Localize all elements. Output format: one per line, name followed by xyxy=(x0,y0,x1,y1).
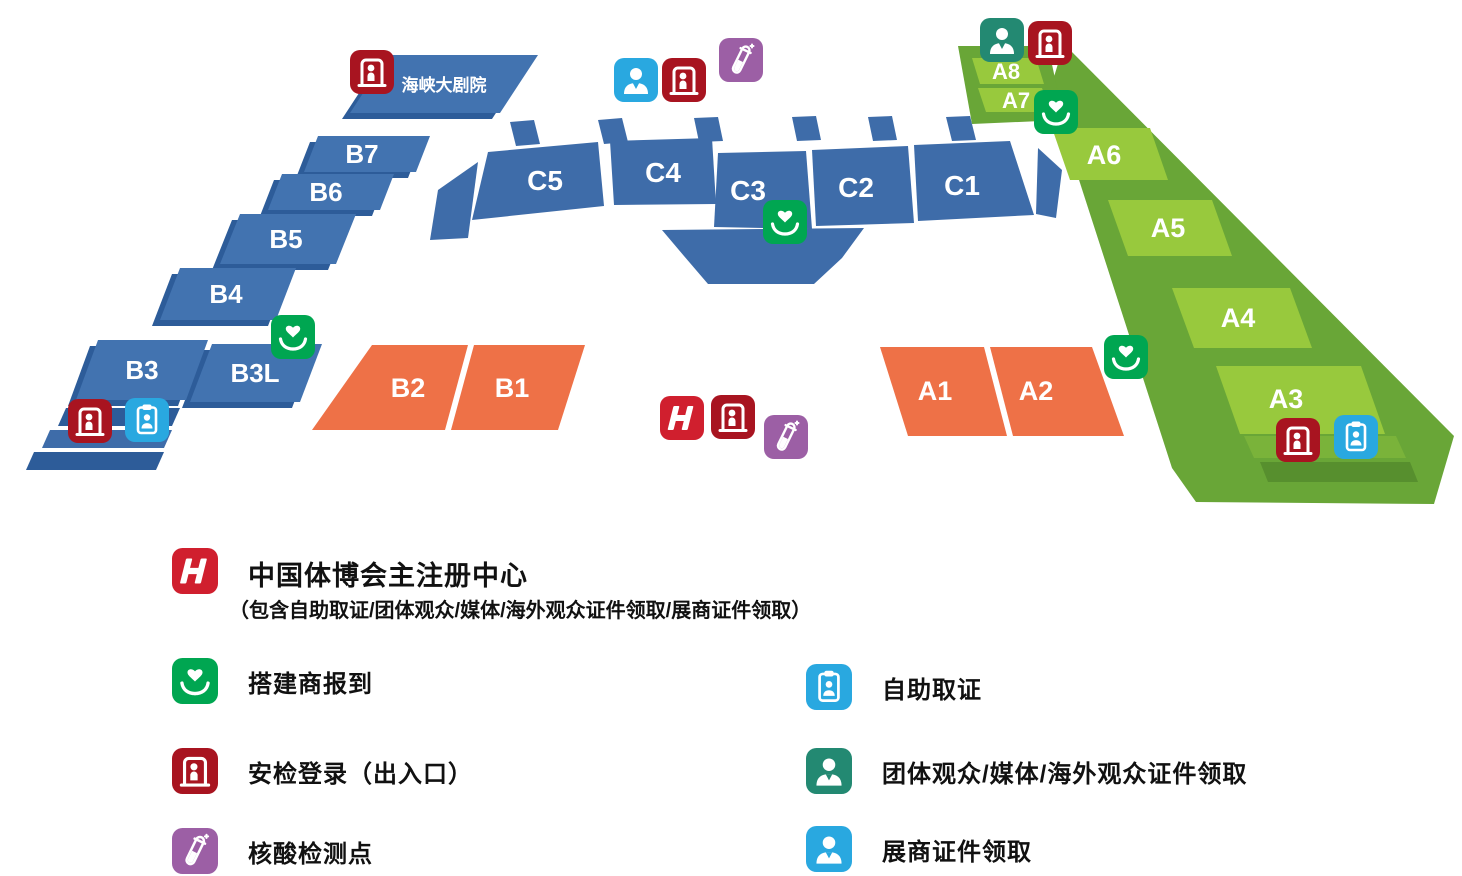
legend-item-group-media-overseas-badge: 团体观众/媒体/海外观众证件领取 xyxy=(806,748,1247,794)
legend: 中国体博会主注册中心 （包含自助取证/团体观众/媒体/海外观众证件领取/展商证件… xyxy=(0,520,1462,876)
hall-b4-shape xyxy=(160,268,296,320)
self-service-badge-icon xyxy=(806,664,852,710)
security-check-icon xyxy=(1028,21,1072,65)
floor-plan-map: 海峡大剧院 B7 B6 B5 B4 B3 B3L C5 C4 C3 C2 C1 xyxy=(26,18,1454,504)
contractor-checkin-icon xyxy=(271,315,315,359)
group-media-overseas-badge-icon xyxy=(980,18,1024,62)
hall-c4-label: C4 xyxy=(645,157,681,188)
legend-item-exhibitor-badge: 展商证件领取 xyxy=(806,826,1032,872)
nucleic-acid-test-icon xyxy=(719,38,763,82)
hall-b3l-label: B3L xyxy=(230,358,279,388)
security-check-icon xyxy=(1276,418,1320,462)
entrance-steps xyxy=(26,452,164,470)
c-block-connector xyxy=(694,117,723,142)
hall-b3-shape xyxy=(76,340,208,400)
nucleic-acid-test-icon xyxy=(764,415,808,459)
legend-item-self-service-badge: 自助取证 xyxy=(806,664,982,710)
security-check-icon xyxy=(662,58,706,102)
hall-c2-shape xyxy=(812,146,914,226)
security-check-icon xyxy=(68,399,112,443)
exhibitor-badge-icon xyxy=(806,826,852,872)
c-block-podium xyxy=(662,228,864,284)
hall-b2-label: B2 xyxy=(391,373,426,403)
hall-a6-label: A6 xyxy=(1087,140,1122,170)
security-check-icon xyxy=(711,395,755,439)
legend-item-nucleic-acid-test: 核酸检测点 xyxy=(172,828,373,874)
hall-b2-shape xyxy=(312,345,468,430)
hall-b1-label: B1 xyxy=(495,373,530,403)
hall-b7-label: B7 xyxy=(345,139,378,169)
c-block-right-wedge xyxy=(1036,148,1062,218)
hall-c5-shape xyxy=(472,142,604,220)
hall-b4-label: B4 xyxy=(209,279,243,309)
c-block-connector xyxy=(598,118,628,144)
hall-theater-label: 海峡大剧院 xyxy=(402,75,487,95)
hall-theater-shape xyxy=(350,55,538,113)
c-block-connector xyxy=(946,116,976,141)
hall-b7-shape xyxy=(304,136,430,172)
c-block-connector xyxy=(510,120,540,146)
contractor-checkin-icon xyxy=(1034,90,1078,134)
security-check-icon xyxy=(172,748,218,794)
legend-label: 安检登录（出入口） xyxy=(248,760,473,788)
a-wing-steps xyxy=(1260,462,1418,482)
legend-label: 核酸检测点 xyxy=(248,840,373,868)
legend-label: 自助取证 xyxy=(882,676,982,704)
self-service-badge-icon xyxy=(125,398,169,442)
c-block-left-wedge xyxy=(430,162,478,240)
orange-blocks: B2 B1 A1 A2 xyxy=(312,345,1124,436)
hall-b5-label: B5 xyxy=(269,224,302,254)
hall-a4-label: A4 xyxy=(1221,303,1256,333)
hall-a2-shape xyxy=(990,347,1124,436)
hall-a1-shape xyxy=(880,347,1007,436)
self-service-badge-icon xyxy=(1334,415,1378,459)
hall-a3-label: A3 xyxy=(1269,384,1304,414)
hall-a5-shape xyxy=(1108,200,1232,256)
hall-c5-label: C5 xyxy=(527,165,563,196)
nucleic-acid-test-icon xyxy=(172,828,218,874)
legend-label: 搭建商报到 xyxy=(248,670,373,698)
hall-a2-label: A2 xyxy=(1019,376,1054,406)
hall-a4-shape xyxy=(1172,288,1312,348)
legend-label: 展商证件领取 xyxy=(882,838,1032,866)
hall-c4-shape xyxy=(610,138,716,205)
hall-c3-label: C3 xyxy=(730,175,766,206)
a-wing: A8 A7 A6 A5 A4 A3 xyxy=(958,44,1454,504)
legend-label: 团体观众/媒体/海外观众证件领取 xyxy=(882,760,1248,788)
hall-a7-label: A7 xyxy=(1002,88,1030,113)
legend-registration-subtitle: （包含自助取证/团体观众/媒体/海外观众证件领取/展商证件领取） xyxy=(229,600,812,622)
c-block-connector xyxy=(792,116,821,141)
exhibitor-badge-icon xyxy=(614,58,658,102)
legend-registration-title: 中国体博会主注册中心 xyxy=(248,561,528,591)
hall-c2-label: C2 xyxy=(838,172,874,203)
contractor-checkin-icon xyxy=(172,658,218,704)
c-block-connector xyxy=(868,116,897,141)
hall-b3-label: B3 xyxy=(125,355,158,385)
hall-a8-shape xyxy=(972,58,1044,84)
hall-a1-label: A1 xyxy=(918,376,953,406)
security-check-icon xyxy=(350,50,394,94)
hall-a6-shape xyxy=(1052,128,1168,180)
contractor-checkin-icon xyxy=(1104,335,1148,379)
main-registration-icon xyxy=(172,548,218,594)
a-wing-steps xyxy=(1244,436,1406,458)
hall-b1-shape xyxy=(451,345,585,430)
hall-b5-shape xyxy=(220,214,356,264)
group-media-overseas-badge-icon xyxy=(806,748,852,794)
hall-c1-label: C1 xyxy=(944,170,980,201)
main-registration-icon xyxy=(660,396,704,440)
hall-a7-shape xyxy=(978,88,1050,112)
hall-a5-label: A5 xyxy=(1151,213,1186,243)
hall-b6-label: B6 xyxy=(309,177,342,207)
hall-c1-shape xyxy=(914,141,1034,221)
c-block: C5 C4 C3 C2 C1 xyxy=(430,116,1062,284)
legend-item-contractor-checkin: 搭建商报到 xyxy=(172,658,373,704)
contractor-checkin-icon xyxy=(763,200,807,244)
hall-a8-label: A8 xyxy=(992,59,1020,84)
hall-b6-shape xyxy=(268,174,394,210)
legend-item-security-check: 安检登录（出入口） xyxy=(172,748,473,794)
